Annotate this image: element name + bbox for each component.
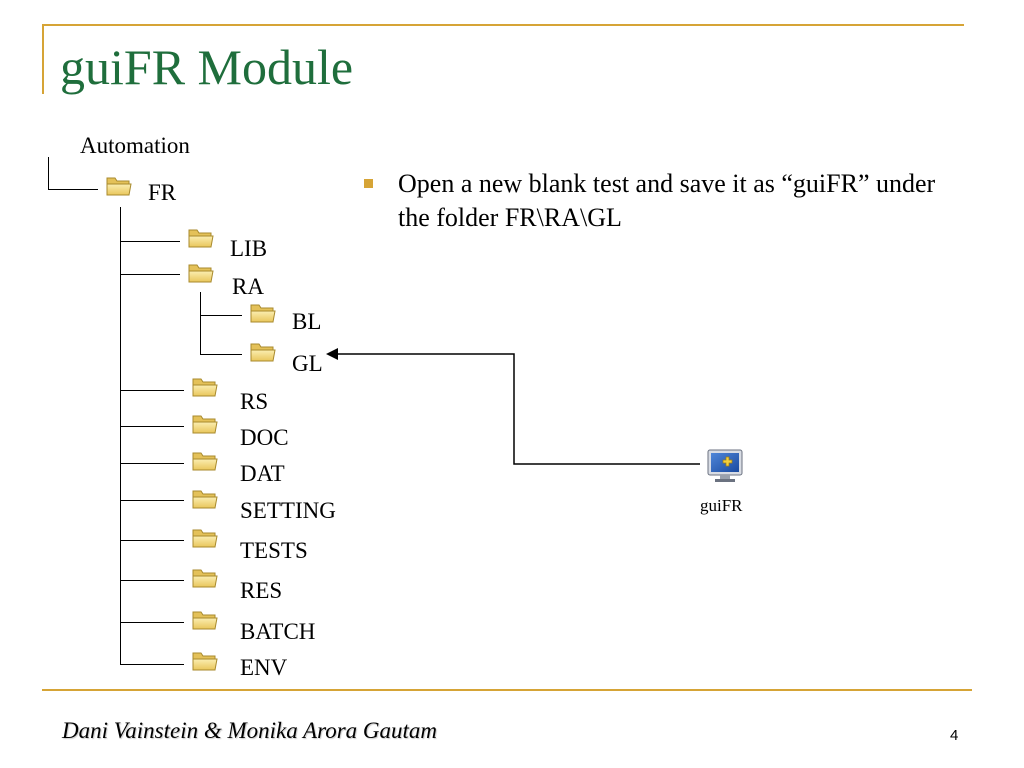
tree-connector [120,390,184,391]
folder-tests-label: TESTS [240,538,308,563]
tree-connector [48,157,49,189]
tree-connector [48,189,98,190]
folder-setting-label: SETTING [240,498,336,523]
folder-lib-label: LIB [230,236,268,261]
slide-title: guiFR Module [60,39,354,95]
page-number: 4 [950,727,959,744]
tree-connector [120,274,180,275]
folder-env-label: ENV [240,655,288,680]
tree-connector [120,426,184,427]
folder-gl-label: GL [292,351,323,376]
folder-batch-label: BATCH [240,619,316,644]
tree-root-label: Automation [80,133,190,158]
folder-doc-label: DOC [240,425,289,450]
tree-connector [120,241,180,242]
footer-authors: Dani Vainstein & Monika Arora Gautam [62,718,438,743]
folder-ra-label: RA [232,274,264,299]
tree-connector [200,354,242,355]
tree-connector [120,500,184,501]
application-window-icon [707,449,743,482]
tree-connector [200,315,242,316]
tree-connector [120,664,184,665]
tree-connector [200,292,201,354]
folder-dat-label: DAT [240,461,285,486]
frame-left-line [42,24,44,94]
tree-connector [120,463,184,464]
folder-fr-label: FR [148,180,177,205]
frame-top-line [44,24,964,26]
tree-connector [120,622,184,623]
tree-connector [120,580,184,581]
app-label: guiFR [700,496,743,515]
tree-connector [120,207,121,664]
folder-bl-label: BL [292,309,322,334]
folder-res-label: RES [240,578,283,603]
folder-rs-label: RS [240,389,269,414]
tree-connector [120,540,184,541]
frame-bottom-line [42,689,972,691]
bullet-marker [364,179,373,188]
bullet-text: Open a new blank test and save it as “gu… [398,169,936,232]
